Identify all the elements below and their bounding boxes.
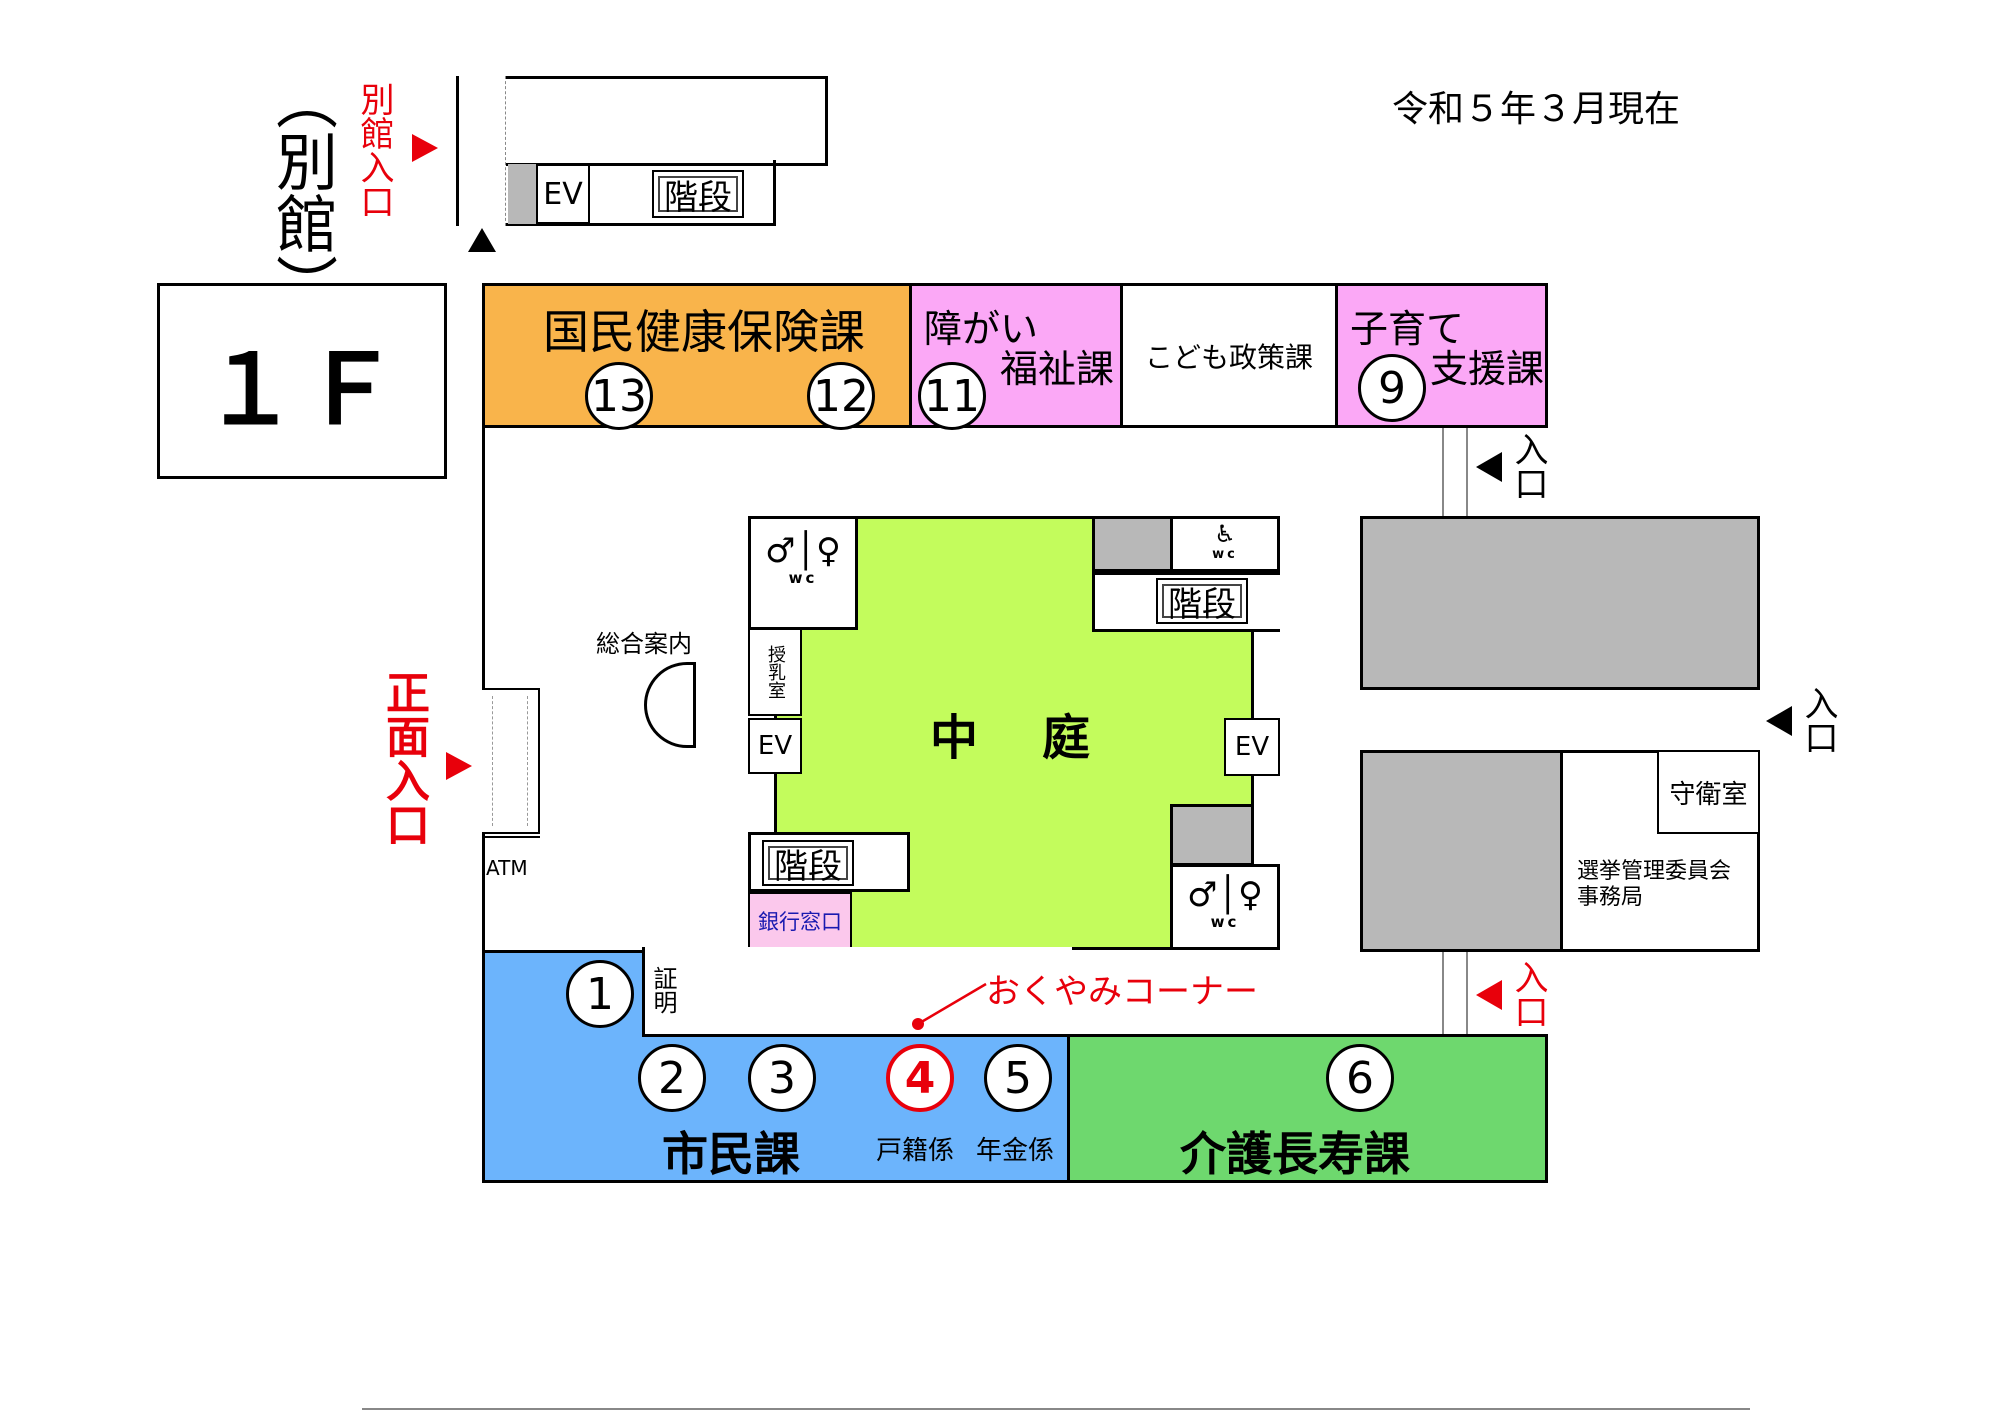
okuyami-label: おくやみコーナー	[986, 972, 1258, 1012]
counter-11[interactable]: 11	[918, 362, 986, 430]
room-kokumin[interactable]: 国民健康保険課 13 12	[482, 283, 912, 430]
floor-label-box: １Ｆ	[157, 283, 447, 479]
east-building-upper	[1360, 516, 1760, 690]
counter-1[interactable]: 1	[566, 960, 634, 1028]
annex-entrance-gap	[456, 76, 506, 226]
counter-2[interactable]: 2	[638, 1044, 706, 1112]
se-grey-block	[1170, 804, 1254, 866]
koseki-label: 戸籍係	[876, 1136, 955, 1166]
room-kodomo-name: こども政策課	[1144, 340, 1313, 374]
counter-9[interactable]: 9	[1358, 354, 1426, 422]
east-building-lower: 守衛室 選挙管理委員会 事務局	[1360, 750, 1760, 952]
room-shimin-notch	[642, 947, 1072, 1037]
room-kosodate[interactable]: 子育て 支援課 9	[1335, 283, 1548, 428]
annex-entrance-up-arrow-icon	[468, 228, 496, 252]
courtyard-label: 中 庭	[929, 710, 1098, 766]
restroom-nw[interactable]: ♂│♀ wc	[748, 516, 858, 630]
stairs-east-label: 階段	[1168, 584, 1236, 625]
restroom-icon: ♂│♀	[765, 531, 841, 571]
room-shueishitsu[interactable]: 守衛室	[1657, 750, 1760, 834]
counter-13[interactable]: 13	[585, 362, 653, 430]
atm-label[interactable]: ATM	[486, 856, 528, 880]
annex-ev-label: EV	[543, 176, 583, 212]
nursing-room-label: 授乳室	[765, 645, 786, 699]
main-corridor-right-lower	[1442, 952, 1468, 1038]
room-shougai-name1: 障がい	[924, 307, 1039, 351]
ev-east[interactable]: EV	[1224, 718, 1280, 776]
entrance-arrow-icon-top	[1476, 452, 1502, 482]
room-kodomo[interactable]: こども政策課	[1120, 283, 1338, 428]
stairs-west[interactable]: 階段	[762, 840, 854, 887]
room-senkyo-name2: 事務局	[1577, 885, 1644, 910]
annex-stairs-label: 階段	[664, 177, 732, 218]
restroom-se-icon: ♂│♀	[1187, 875, 1263, 915]
nenkin-label: 年金係	[976, 1136, 1055, 1166]
ev-east-label: EV	[1234, 732, 1270, 762]
ev-west[interactable]: EV	[748, 718, 802, 774]
stairs-west-label: 階段	[774, 846, 842, 887]
date-label: 令和５年３月現在	[1392, 89, 1681, 130]
counter-5[interactable]: 5	[984, 1044, 1052, 1112]
main-entrance-label: 正面入口	[378, 670, 429, 846]
floor-label: １Ｆ	[202, 333, 402, 446]
stairs-east[interactable]: 階段	[1156, 578, 1248, 625]
room-shougai-name2: 福祉課	[1000, 347, 1115, 391]
annex-stairs[interactable]: 階段	[652, 170, 744, 218]
restroom-accessible[interactable]: ♿ wc	[1170, 516, 1280, 572]
restroom-se[interactable]: ♂│♀ wc	[1170, 864, 1280, 950]
okuyami-leader-line	[912, 982, 987, 1030]
nursing-room[interactable]: 授乳室	[748, 628, 802, 716]
ne-grey-block	[1092, 516, 1174, 572]
main-corridor-right	[1442, 426, 1468, 516]
restroom-accessible-wc-label: wc	[1212, 547, 1238, 562]
room-senkyo-name1: 選挙管理委員会	[1577, 859, 1732, 884]
atm-box	[482, 836, 540, 838]
footer-rule	[362, 1408, 1750, 1410]
restroom-wc-label: wc	[788, 569, 818, 587]
main-entrance-arrow-icon	[446, 752, 472, 780]
main-entrance-door[interactable]	[482, 688, 540, 834]
counter-6[interactable]: 6	[1326, 1044, 1394, 1112]
room-shueishitsu-name: 守衛室	[1669, 779, 1748, 810]
entrance-label-bottom: 入口	[1508, 960, 1548, 1028]
entrance-arrow-icon-mid	[1766, 706, 1792, 736]
entrance-arrow-icon-bottom	[1476, 980, 1502, 1010]
annex-entrance-arrow-icon	[412, 134, 438, 162]
counter-12[interactable]: 12	[807, 362, 875, 430]
wheelchair-icon: ♿	[1214, 520, 1236, 548]
east-building-lower-grey	[1363, 753, 1563, 949]
restroom-se-wc-label: wc	[1210, 913, 1240, 931]
shomei-label: 証明	[649, 966, 677, 1014]
annex-building-upper	[456, 76, 828, 166]
annex-entrance-label: 別館入口	[354, 82, 394, 218]
ev-west-label: EV	[757, 731, 793, 761]
room-kokumin-name: 国民健康保険課	[543, 305, 865, 359]
room-kosodate-name2: 支援課	[1430, 347, 1545, 391]
annex-ev[interactable]: EV	[536, 164, 590, 224]
entrance-label-top: 入口	[1508, 432, 1548, 500]
counter-3[interactable]: 3	[748, 1044, 816, 1112]
room-shimin-name: 市民課	[662, 1127, 800, 1181]
annex-grey-block	[508, 164, 536, 224]
bank-window-label: 銀行窓口	[758, 910, 842, 934]
room-shougai[interactable]: 障がい 福祉課 11	[909, 283, 1123, 430]
room-kosodate-name1: 子育て	[1350, 307, 1465, 351]
room-kaigo-name: 介護長寿課	[1180, 1127, 1410, 1181]
entrance-label-mid: 入口	[1798, 686, 1838, 754]
room-kaigo[interactable]	[1067, 1034, 1548, 1183]
info-desk-label: 総合案内	[596, 630, 692, 658]
bank-window[interactable]: 銀行窓口	[748, 892, 852, 950]
annex-title: （別館）	[265, 68, 338, 316]
counter-4[interactable]: 4	[886, 1044, 954, 1112]
